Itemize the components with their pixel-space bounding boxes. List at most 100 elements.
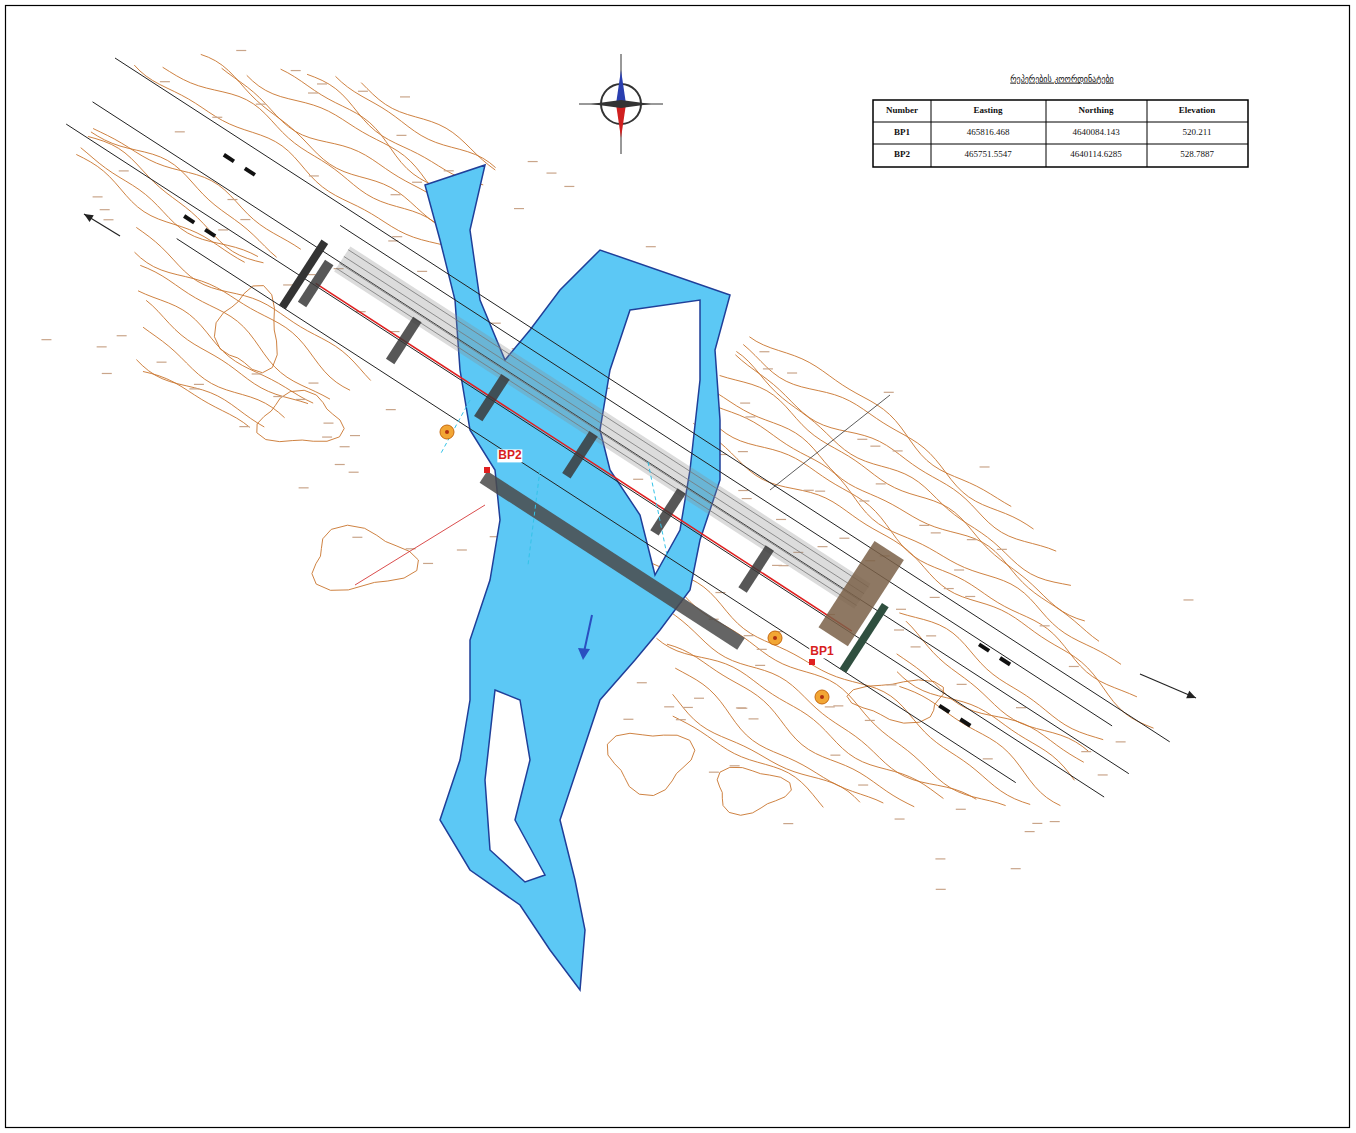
contour-line	[702, 411, 1137, 697]
spot-height	[857, 439, 867, 440]
contour-line	[222, 68, 458, 219]
spot-height	[340, 446, 350, 447]
contour-line	[656, 638, 943, 798]
contour-line	[140, 265, 330, 399]
spot-height	[119, 170, 129, 171]
spot-height	[825, 706, 835, 707]
spot-height	[103, 219, 113, 220]
spot-height	[935, 858, 945, 859]
contour-line	[899, 613, 1103, 740]
spot-height	[1050, 821, 1060, 822]
table-rule	[931, 100, 932, 167]
spot-height	[740, 402, 750, 403]
spot-height	[392, 236, 402, 237]
contour-line	[143, 371, 250, 427]
contour-line	[93, 129, 301, 250]
deck-line	[348, 250, 868, 587]
contour-line	[138, 291, 313, 403]
road-edge	[93, 102, 1129, 774]
table-header: Northing	[1078, 106, 1113, 116]
spot-height	[352, 537, 362, 538]
contour-line	[136, 360, 264, 427]
table-rule	[873, 122, 1248, 123]
contour-line	[749, 337, 1011, 507]
spot-height	[818, 546, 828, 547]
contour-line	[897, 672, 1074, 781]
spot-height	[308, 382, 318, 383]
spot-height	[412, 182, 422, 183]
spot-height	[317, 83, 327, 84]
spot-height	[930, 597, 940, 598]
spot-height	[737, 708, 747, 709]
table-rule	[873, 144, 1248, 145]
abutment	[279, 240, 328, 310]
spot-height	[1016, 707, 1026, 708]
callout-leader	[770, 395, 890, 490]
spot-height	[967, 539, 977, 540]
contour-line	[307, 74, 483, 185]
spot-height	[804, 490, 814, 491]
abutment	[840, 603, 889, 673]
contour-line	[899, 686, 1060, 805]
spot-height	[335, 464, 345, 465]
spot-height	[350, 435, 360, 436]
compass-west	[591, 100, 621, 108]
spot-height	[93, 196, 103, 197]
bridge-pier	[386, 317, 422, 364]
contour-line	[91, 132, 277, 257]
spot-height	[400, 96, 410, 97]
contour-line	[720, 375, 1085, 620]
spot-height	[859, 500, 869, 501]
spot-height	[1069, 666, 1079, 667]
spot-height	[423, 563, 433, 564]
contour-line	[312, 525, 419, 590]
spot-height	[759, 351, 769, 352]
spot-height	[815, 491, 825, 492]
spot-height	[546, 172, 556, 173]
spot-height	[97, 346, 107, 347]
spot-height	[218, 229, 228, 230]
spot-height	[757, 649, 767, 650]
contour-line	[847, 680, 943, 723]
spot-height	[646, 246, 656, 247]
spot-height	[102, 373, 112, 374]
spot-height	[386, 409, 396, 410]
spot-height	[876, 483, 886, 484]
spot-height	[896, 609, 906, 610]
spot-height	[956, 809, 966, 810]
table-cell: 4640114.6285	[1070, 150, 1121, 160]
spot-height	[954, 569, 964, 570]
direction-arrow-head	[84, 214, 94, 222]
traffic-arrow	[183, 214, 195, 224]
spot-height	[514, 208, 524, 209]
spot-height	[41, 339, 51, 340]
bridge-pier	[562, 431, 598, 478]
spot-height	[787, 372, 797, 373]
callout-leader	[355, 505, 485, 585]
spot-height	[931, 532, 941, 533]
contour-line	[717, 393, 1099, 641]
spot-height	[564, 186, 574, 187]
spot-height	[417, 271, 427, 272]
direction-arrow-head	[1186, 691, 1196, 698]
benchmark-marker	[809, 659, 815, 665]
spot-height	[100, 209, 110, 210]
spot-height	[623, 719, 633, 720]
spot-height	[944, 588, 954, 589]
spot-height	[858, 784, 868, 785]
table-cell: BP1	[894, 128, 910, 138]
spot-height	[457, 549, 467, 550]
spot-height	[744, 635, 754, 636]
table-cell: 4640084.143	[1072, 128, 1119, 138]
benchmark-label: BP1	[809, 645, 834, 658]
spot-height	[1040, 625, 1050, 626]
spot-height	[528, 161, 538, 162]
contour-line	[361, 83, 495, 170]
contour-line	[673, 716, 824, 807]
spot-height	[957, 684, 967, 685]
contour-line	[335, 76, 495, 167]
spot-height	[1098, 774, 1108, 775]
spot-height	[212, 117, 222, 118]
spot-height	[358, 91, 368, 92]
